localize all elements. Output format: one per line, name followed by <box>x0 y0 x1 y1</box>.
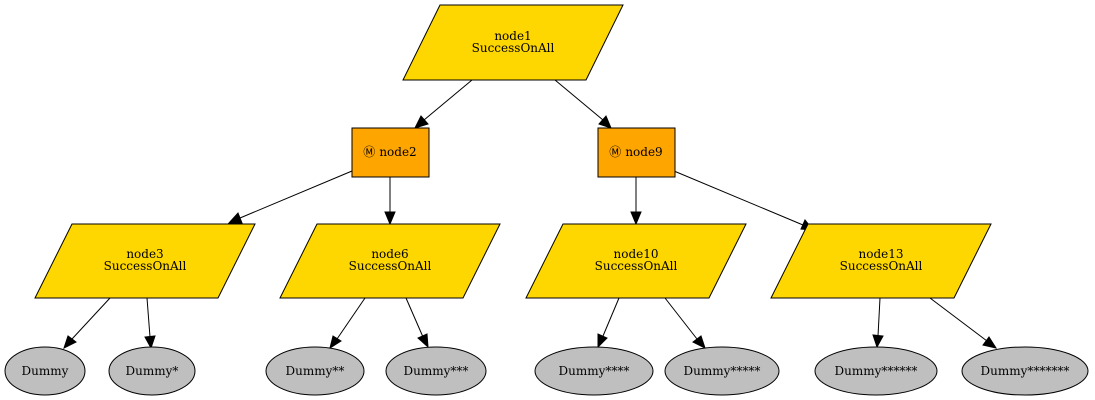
node6-shape <box>279 223 501 299</box>
arrowhead-node1-node2 <box>414 115 429 129</box>
leaf-dummy-3-shape <box>385 346 487 396</box>
node13-name: node13 <box>858 247 903 261</box>
leaf-dummy-4-label: Dummy**** <box>559 364 630 378</box>
arrowhead-node13-leaf8 <box>982 336 998 349</box>
leaf-dummy-1[interactable]: Dummy* <box>108 346 196 396</box>
node2-shape <box>351 127 430 178</box>
leaf-dummy-4[interactable]: Dummy**** <box>534 346 654 396</box>
node13[interactable]: node13 SuccessOnAll <box>770 223 992 299</box>
leaf-dummy-6-shape <box>814 346 938 396</box>
arrowhead-node9-node10 <box>630 211 642 226</box>
arrowhead-node2-node3 <box>227 212 243 224</box>
arrowhead-node3-leaf2 <box>144 335 156 350</box>
node9-name: node9 <box>625 145 662 159</box>
arrowhead-node6-leaf4 <box>417 333 429 349</box>
leaf-dummy-2[interactable]: Dummy** <box>265 346 365 396</box>
node10[interactable]: node10 SuccessOnAll <box>525 223 747 299</box>
node6-name: node6 <box>371 247 408 261</box>
arrowhead-node10-leaf5 <box>597 333 608 349</box>
leaf-dummy-4-shape <box>534 346 654 396</box>
leaf-dummy-7-shape <box>961 346 1089 396</box>
node13-shape <box>770 223 992 299</box>
node3-policy: SuccessOnAll <box>104 259 187 273</box>
edge-node10-leaf5 <box>602 297 620 337</box>
leaf-dummy-2-shape <box>265 346 365 396</box>
edges <box>63 79 998 350</box>
node3-shape <box>34 223 256 299</box>
leaf-dummy-6-label: Dummy****** <box>835 364 918 378</box>
edge-node6-leaf3 <box>336 297 366 340</box>
edge-node13-leaf8 <box>929 297 988 342</box>
leaf-dummy-3[interactable]: Dummy*** <box>385 346 487 396</box>
edge-node9-node13 <box>673 170 804 226</box>
node6[interactable]: node6 SuccessOnAll <box>279 223 501 299</box>
leaf-dummy-6[interactable]: Dummy****** <box>814 346 938 396</box>
node1-name: node1 <box>494 29 531 43</box>
leaf-dummy-shape <box>4 346 86 396</box>
arrowhead-node6-leaf3 <box>329 335 342 350</box>
edge-node3-leaf2 <box>146 297 151 338</box>
node3[interactable]: node3 SuccessOnAll <box>34 223 256 299</box>
node10-policy: SuccessOnAll <box>595 259 678 273</box>
node10-shape <box>525 223 747 299</box>
leaf-dummy-5-label: Dummy***** <box>684 364 761 378</box>
edge-node1-node2 <box>423 79 473 121</box>
arrowhead-node1-node9 <box>598 115 612 129</box>
node2-m-icon: Ⓜ <box>363 145 375 159</box>
leaf-dummy-2-label: Dummy** <box>286 364 345 378</box>
edge-node1-node9 <box>554 79 604 121</box>
leaf-dummy-1-shape <box>108 346 196 396</box>
node6-policy: SuccessOnAll <box>349 259 432 273</box>
leaf-dummy-label: Dummy <box>22 364 69 378</box>
arrowhead-node2-node6 <box>384 211 396 226</box>
leaf-dummy-1-label: Dummy* <box>126 364 179 378</box>
node13-policy: SuccessOnAll <box>840 259 923 273</box>
node1-policy: SuccessOnAll <box>472 41 555 55</box>
arrowhead-node13-leaf7 <box>872 334 884 349</box>
edge-node10-leaf6 <box>664 297 698 340</box>
edge-node3-leaf1 <box>71 297 111 340</box>
node9-m-icon: Ⓜ <box>609 145 621 159</box>
leaf-dummy[interactable]: Dummy <box>4 346 86 396</box>
leaf-dummy-3-label: Dummy*** <box>404 364 469 378</box>
edge-node13-leaf7 <box>877 297 881 337</box>
node10-name: node10 <box>613 247 658 261</box>
arrowhead-node3-leaf1 <box>63 335 77 349</box>
edge-node6-leaf4 <box>405 297 424 338</box>
leaf-dummy-7[interactable]: Dummy******* <box>961 346 1089 396</box>
arrowhead-node10-leaf6 <box>692 335 706 349</box>
leaf-dummy-5[interactable]: Dummy***** <box>664 346 780 396</box>
node1-shape <box>402 4 624 81</box>
leaf-dummy-7-label: Dummy******* <box>981 364 1070 378</box>
node1[interactable]: node1 SuccessOnAll <box>402 4 624 81</box>
node3-name: node3 <box>126 247 163 261</box>
edge-node2-node3 <box>239 170 353 219</box>
node9-shape <box>597 127 676 178</box>
leaf-dummy-5-shape <box>664 346 780 396</box>
node2-name: node2 <box>379 145 416 159</box>
